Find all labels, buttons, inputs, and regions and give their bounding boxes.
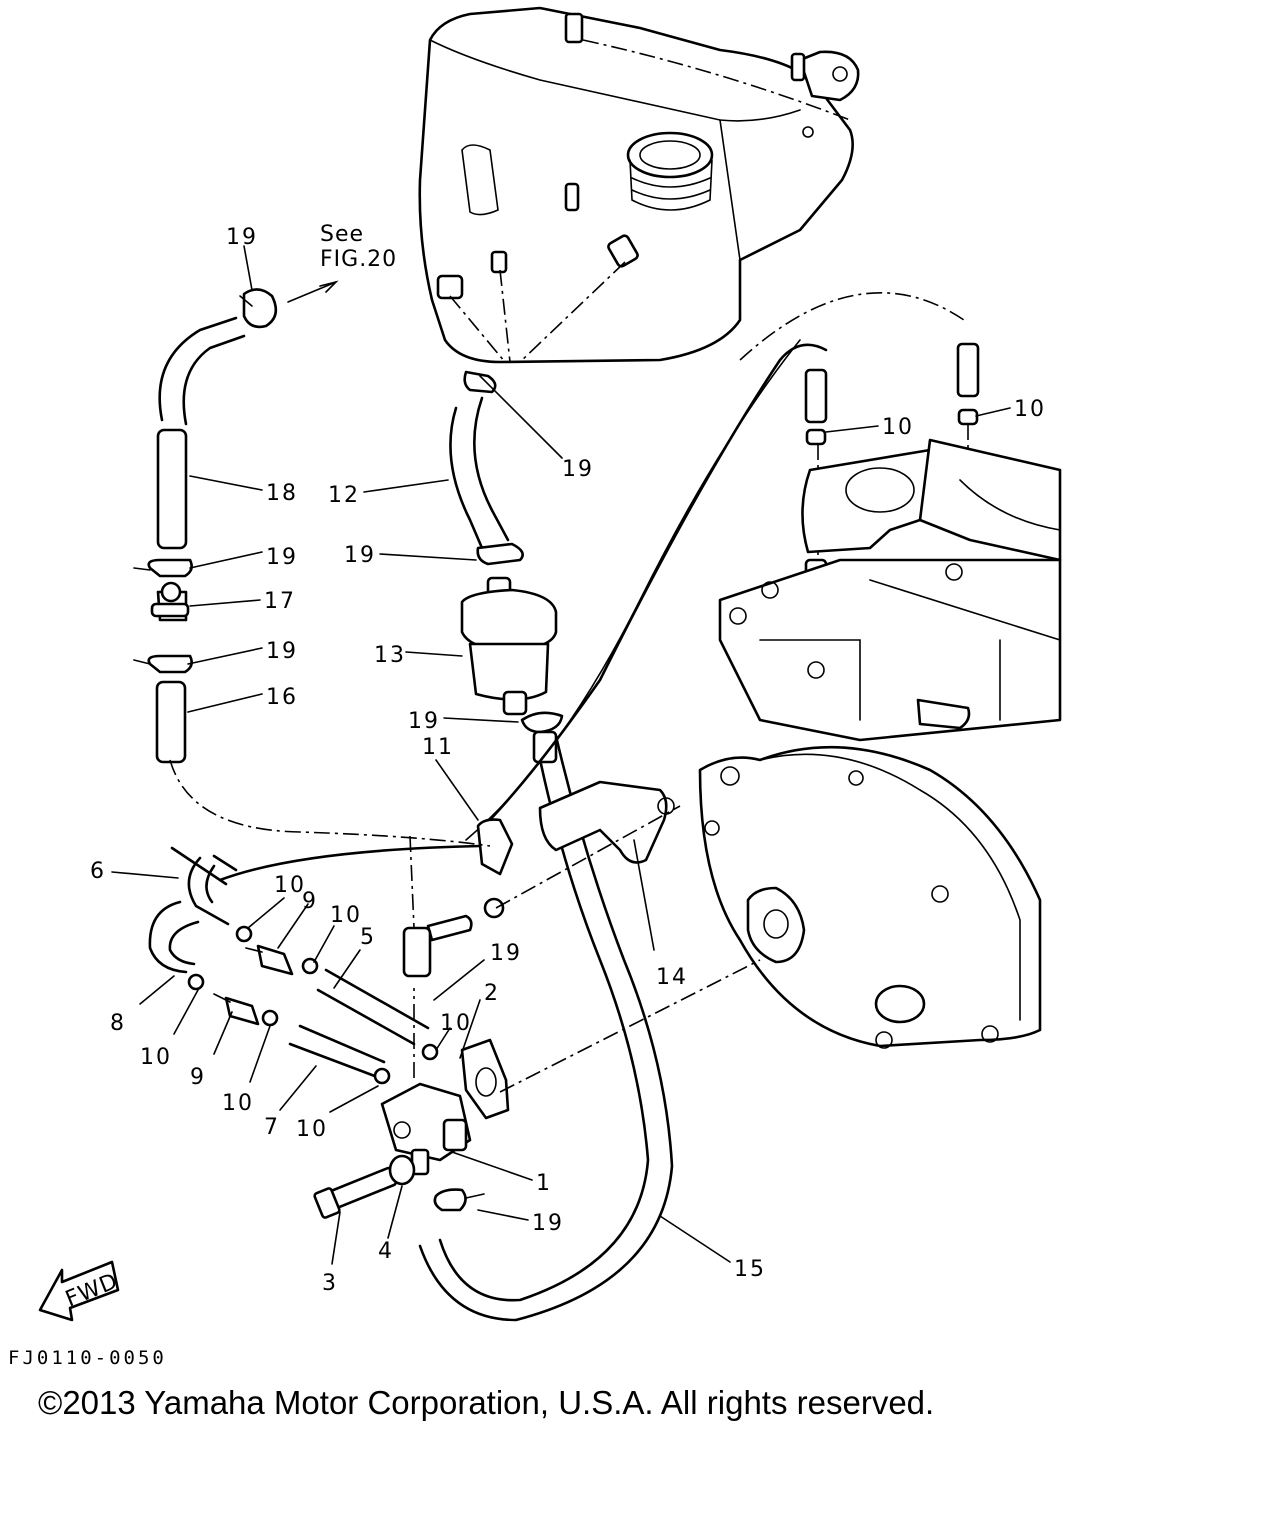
callout-4-washer: 4	[378, 1239, 394, 1264]
callout-13-fuel-filter: 13	[374, 643, 406, 668]
see-reference-line1: See	[320, 222, 364, 247]
callout-19-clamp-filter-top: 19	[344, 543, 376, 568]
callout-10-cap-right: 10	[1014, 397, 1046, 422]
callout-7-hose: 7	[264, 1115, 280, 1140]
callout-8-hose: 8	[110, 1011, 126, 1036]
callout-5-hose: 5	[360, 925, 376, 950]
callout-19-clamp-lower: 19	[490, 941, 522, 966]
callout-9-fitting-upper: 9	[302, 889, 318, 914]
callout-12-hose: 12	[328, 483, 360, 508]
callout-19-clamp-hose15: 19	[532, 1211, 564, 1236]
fuel-cock	[313, 959, 761, 1219]
callout-11-clamp: 11	[422, 735, 454, 760]
copyright-notice: ©2013 Yamaha Motor Corporation, U.S.A. A…	[38, 1384, 935, 1421]
callout-10-clip-f: 10	[296, 1117, 328, 1142]
callout-1-fuel-cock: 1	[536, 1171, 552, 1196]
callout-19-clamp-top: 19	[226, 225, 258, 250]
callout-2-gasket: 2	[484, 981, 500, 1006]
callout-15-hose: 15	[734, 1257, 766, 1282]
callout-18-hose: 18	[266, 481, 298, 506]
callout-10-clip-b: 10	[330, 903, 362, 928]
callout-3-bolt: 3	[322, 1271, 338, 1296]
engine	[698, 438, 1062, 1049]
tank	[418, 6, 860, 364]
lower-hoses	[148, 844, 482, 1085]
callout-19-clamp-filter-bottom: 19	[408, 709, 440, 734]
callout-17-fitting: 17	[264, 589, 296, 614]
callout-6-hose: 6	[90, 859, 106, 884]
callout-10-clip-e: 10	[222, 1091, 254, 1116]
callout-19-clamp-hose16: 19	[266, 639, 298, 664]
leader-lines	[111, 245, 1011, 1265]
hose-15	[418, 730, 674, 1322]
see-reference-line2: FIG.20	[320, 247, 397, 272]
callout-14-bracket: 14	[656, 965, 688, 990]
callout-9-fitting-lower: 9	[190, 1065, 206, 1090]
callout-10-cap-left: 10	[882, 415, 914, 440]
connector-lines	[169, 759, 491, 929]
drawing-code: FJ0110-0050	[8, 1347, 167, 1369]
callout-19-clamp-hose18: 19	[266, 545, 298, 570]
fuel-filter-assembly	[449, 370, 564, 734]
callout-10-clip-d: 10	[140, 1045, 172, 1070]
fwd-arrow: FWD	[38, 1260, 122, 1322]
callout-10-clip-a: 10	[274, 873, 306, 898]
callout-10-clip-c: 10	[440, 1011, 472, 1036]
hose-assembly-left	[133, 280, 339, 764]
bracket-14	[402, 780, 681, 978]
fuel-system-exploded-diagram: FWD See FIG.20	[8, 6, 1062, 1369]
callout-19-clamp-hose12: 19	[562, 457, 594, 482]
callout-16-hose: 16	[266, 685, 298, 710]
